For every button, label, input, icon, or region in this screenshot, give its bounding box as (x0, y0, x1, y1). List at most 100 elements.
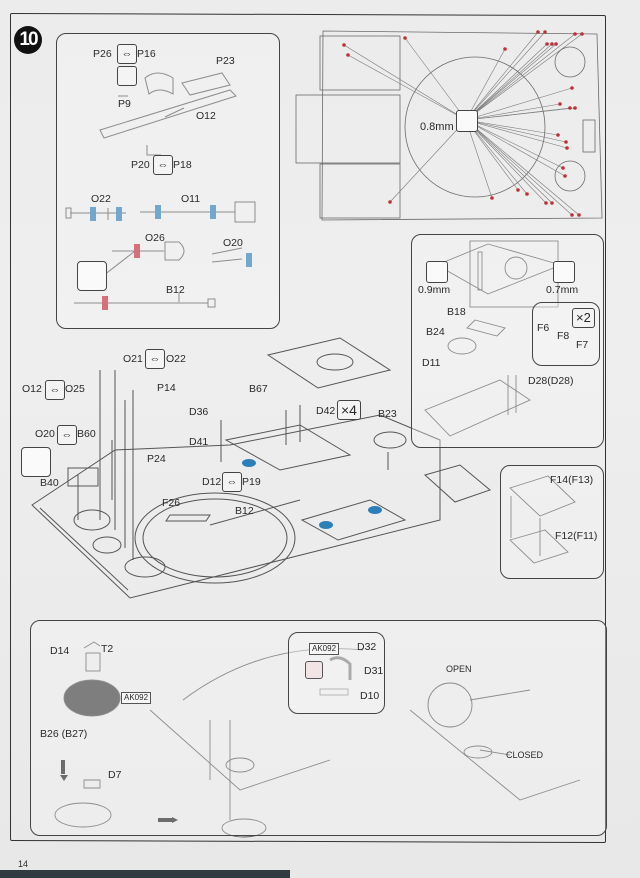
drill-hole-dot (563, 174, 567, 178)
drill-hole-dot (568, 106, 572, 110)
label-b12: B12 (166, 284, 185, 296)
binding-shadow (0, 870, 290, 878)
drill-size-right: 0.7mm (546, 284, 579, 296)
part-t2 (85, 652, 101, 672)
drill-hole-dot (544, 201, 548, 205)
label-p24: P24 (147, 453, 166, 465)
label-f7: F7 (576, 339, 589, 351)
part-d7 (83, 779, 101, 789)
drill-leader-line (465, 119, 528, 195)
swap-arrow-icon: ⇔ (117, 44, 137, 64)
label-o12: O12 (22, 383, 42, 395)
drill-hole-dot (342, 43, 346, 47)
grille-panel (500, 465, 604, 579)
label-o25: O25 (65, 383, 85, 395)
clip-blue (246, 253, 252, 267)
paint-code-tag: AK092 (309, 643, 340, 655)
clip-blue (155, 205, 161, 219)
drill-hole-dot (558, 102, 562, 106)
label-p16: P16 (137, 48, 156, 60)
label-o20: O20 (223, 237, 243, 249)
drill-leader-line (347, 54, 467, 121)
drill-leader-line (465, 33, 583, 121)
drill-leader-line (465, 119, 566, 177)
drill-hole-dot (536, 30, 540, 34)
label-o22: O22 (91, 193, 111, 205)
part-b40 (67, 467, 99, 487)
drill-hole-dot (570, 213, 574, 217)
label-d14: D14 (50, 645, 70, 657)
engine-grille-a (224, 424, 352, 471)
drill-leader-line (465, 119, 564, 169)
drill-hole-dot (554, 42, 558, 46)
label-o20: O20 (35, 428, 55, 440)
drill-hole-dot (543, 30, 547, 34)
label-b24: B24 (426, 326, 445, 338)
drill-leader-line (465, 119, 567, 143)
part-b23 (373, 431, 407, 449)
paint-mark-blue (242, 459, 256, 467)
drill-leader-line (465, 87, 573, 121)
label-b12: B12 (235, 505, 254, 517)
label-p19: P19 (242, 476, 261, 488)
label-b67: B67 (249, 383, 268, 395)
swap-arrow-icon: ⇔ (45, 380, 65, 400)
bend-icon (117, 66, 137, 86)
label-d28: D28(D28) (528, 375, 574, 387)
drill-hole-dot (573, 32, 577, 36)
drill-bit-icon (426, 261, 448, 283)
tool-o20 (211, 247, 243, 263)
label-o22: O22 (166, 353, 186, 365)
label-p18: P18 (173, 159, 192, 171)
part-f26 (165, 514, 211, 522)
label-d12: D12 (202, 476, 222, 488)
label-d10: D10 (360, 690, 380, 702)
drill-leader-line (465, 31, 539, 121)
drill-leader-line (465, 33, 576, 121)
label-f6: F6 (537, 322, 550, 334)
drill-hole-dot (516, 188, 520, 192)
drill-leader-line (465, 119, 493, 199)
label-b26: B26 (B27) (40, 728, 88, 740)
drill-hole-dot (503, 47, 507, 51)
bottom-panel (30, 620, 607, 836)
drill-size-left: 0.9mm (418, 284, 451, 296)
label-b23: B23 (378, 408, 397, 420)
swap-arrow-icon: ⇔ (222, 472, 242, 492)
drill-hole-dot (580, 32, 584, 36)
drill-leader-line (465, 43, 557, 121)
label-d11: D11 (422, 357, 441, 369)
drill-leader-line (465, 48, 506, 121)
drill-hole-dot (573, 106, 577, 110)
drill-leader-line (404, 37, 467, 121)
drill-leader-line (465, 103, 561, 121)
drill-leader-line (465, 119, 559, 136)
turret-ring (134, 492, 296, 584)
drill-bit-icon (456, 110, 478, 132)
paint-mark-blue (368, 506, 382, 514)
part-b24 (447, 337, 477, 355)
label-d7: D7 (108, 769, 122, 781)
drill-hole-dot (545, 42, 549, 46)
drill-hole-dot (550, 42, 554, 46)
drill-leader-line (465, 119, 553, 204)
label-p20: P20 (131, 159, 150, 171)
label-p9: P9 (118, 98, 131, 110)
drill-hole-dot (388, 200, 392, 204)
part-p23 (181, 72, 231, 96)
label-f26: F26 (162, 497, 181, 509)
clip-blue (210, 205, 216, 219)
multiplier-badge: ×2 (572, 308, 595, 328)
label-d42: D42 (316, 405, 336, 417)
swap-arrow-icon: ⇔ (153, 155, 173, 175)
paint-mark-blue (319, 521, 333, 529)
turret-top-plate (266, 337, 392, 389)
label-p23: P23 (216, 55, 235, 67)
knife-icon (21, 447, 51, 477)
part-d14 (83, 641, 101, 649)
paint-code-tag: AK092 (121, 692, 152, 704)
part-p16 (144, 72, 174, 95)
drill-hole-dot (561, 166, 565, 170)
gun-barrel-o12 (99, 89, 237, 139)
label-b40: B40 (40, 477, 59, 489)
